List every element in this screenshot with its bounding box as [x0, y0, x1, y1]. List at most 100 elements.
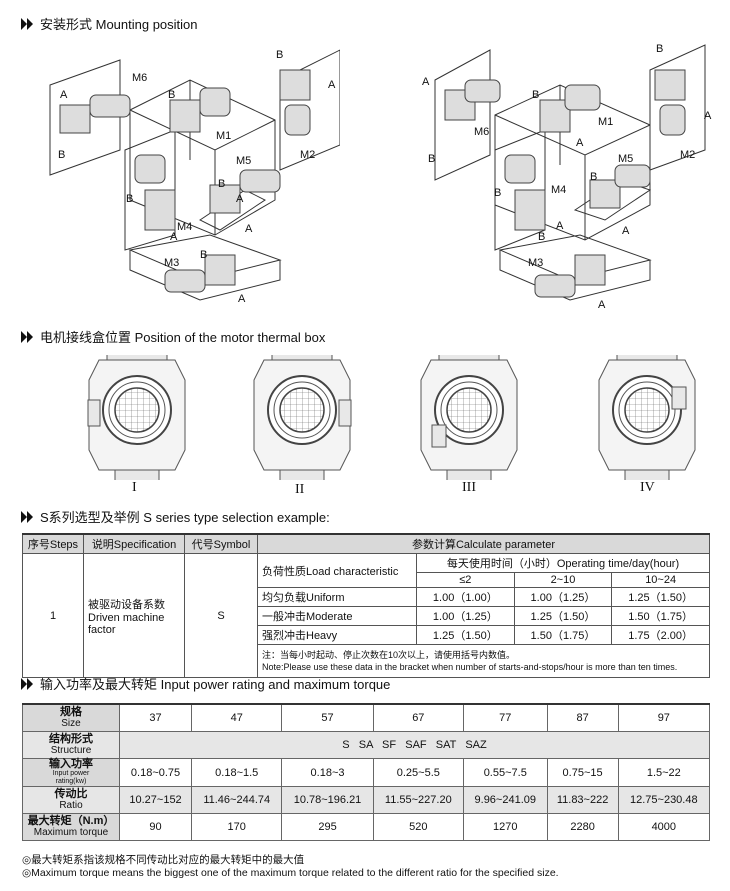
power-value: 0.75~15: [546, 758, 619, 787]
label-A: A: [170, 231, 178, 243]
footnote-en: ◎Maximum torque means the biggest one of…: [22, 867, 559, 879]
ratio-value: 9.96~241.09: [462, 786, 548, 814]
label-M4: M4: [177, 221, 192, 233]
ratio-value: 11.55~227.20: [372, 786, 464, 814]
symbol-header: 代号Symbol: [184, 533, 258, 554]
label-A: A: [422, 76, 430, 88]
ratio-value: 10.27~152: [118, 786, 193, 814]
ratio-value: 10.78~196.21: [281, 786, 374, 814]
power-value: 0.18~1.5: [191, 758, 283, 787]
label-M3: M3: [528, 257, 543, 269]
label-M5: M5: [618, 153, 633, 165]
label-B: B: [494, 187, 501, 199]
label-M3: M3: [164, 257, 179, 269]
time-col-2: 2~10: [513, 572, 613, 588]
power-value: 1.5~22: [617, 758, 711, 787]
label-B: B: [126, 193, 133, 205]
section-title: S系列选型及举例 S series type selection example…: [40, 510, 330, 525]
spec-en2: factor: [88, 623, 116, 636]
size-value: 77: [462, 703, 548, 732]
note-cn: 注：当每小时起动、停止次数在10次以上，请使用括号内数值。: [262, 650, 516, 660]
label-B: B: [276, 49, 283, 61]
label-M2: M2: [680, 149, 695, 161]
double-chevron-icon: [21, 330, 33, 343]
factor-value: 1.25（1.50）: [416, 625, 515, 645]
label-A: A: [576, 137, 584, 149]
label-A: A: [328, 79, 336, 91]
size-value: 57: [281, 703, 374, 732]
torque-value: 4000: [617, 813, 711, 841]
label-B: B: [428, 153, 435, 165]
label-A: A: [598, 299, 606, 310]
torque-row: 最大转矩（N.m）Maximum torque 90 170 295 520 1…: [22, 813, 711, 841]
load-header: 负荷性质Load characteristic: [257, 553, 417, 588]
label-A: A: [622, 225, 630, 237]
thermal-box-diagrams: [87, 355, 696, 480]
label-M6: M6: [132, 72, 147, 84]
time-col-3: 10~24: [611, 572, 710, 588]
torque-value: 90: [118, 813, 193, 841]
label-A: A: [60, 89, 68, 101]
note-en: Note:Please use these data in the bracke…: [262, 662, 678, 672]
label-M4: M4: [551, 184, 566, 196]
label-B: B: [532, 89, 539, 101]
load-type: 强烈冲击Heavy: [257, 625, 417, 645]
section-heading-thermal: 电机接线盒位置 Position of the motor thermal bo…: [20, 327, 325, 346]
thermal-position-2: II: [295, 482, 305, 497]
spec-cell: 被驱动设备系数 Driven machine factor: [83, 553, 185, 678]
spec-en1: Driven machine: [88, 611, 165, 624]
double-chevron-icon: [21, 510, 33, 523]
selection-table: 序号Steps 说明Specification 代号Symbol 参数计算Cal…: [22, 533, 710, 678]
label-M2: M2: [300, 149, 315, 161]
label-B: B: [656, 43, 663, 55]
size-value: 37: [118, 703, 193, 732]
section-title: 安装形式 Mounting position: [40, 17, 198, 32]
step-number: 1: [22, 553, 84, 678]
load-type: 一般冲击Moderate: [257, 606, 417, 626]
label-M1: M1: [216, 130, 231, 142]
ratio-value: 12.75~230.48: [617, 786, 711, 814]
label-M1: M1: [598, 116, 613, 128]
label-A: A: [556, 220, 564, 232]
torque-value: 1270: [462, 813, 548, 841]
label-A: A: [238, 293, 246, 305]
size-value: 87: [546, 703, 619, 732]
label-B: B: [200, 249, 207, 261]
calc-header: 参数计算Calculate parameter: [257, 533, 710, 554]
mounting-diagram-left: M6 A B B M1 A B A M2 M5 B A B M4 A M3 B …: [49, 49, 340, 305]
label-A: A: [704, 110, 712, 122]
label-M6: M6: [474, 126, 489, 138]
factor-value: 1.00（1.25）: [513, 587, 613, 607]
power-value: 0.18~0.75: [118, 758, 193, 787]
thermal-position-1: I: [132, 480, 137, 495]
section-title: 电机接线盒位置 Position of the motor thermal bo…: [40, 330, 326, 345]
label-B: B: [168, 89, 175, 101]
spec-header: 说明Specification: [83, 533, 185, 554]
label-B: B: [58, 149, 65, 161]
section-heading-power: 输入功率及最大转矩 Input power rating and maximum…: [20, 674, 390, 693]
power-value: 0.25~5.5: [372, 758, 464, 787]
label-A: A: [245, 223, 253, 235]
footnote-cn: ◎最大转矩系指该规格不同传动比对应的最大转矩中的最大值: [22, 854, 305, 866]
label-B: B: [590, 171, 597, 183]
size-value: 67: [372, 703, 464, 732]
section-title: 输入功率及最大转矩 Input power rating and maximum…: [40, 677, 391, 692]
thermal-position-4: IV: [640, 480, 655, 495]
table-note: 注：当每小时起动、停止次数在10次以上，请使用括号内数值。 Note:Pleas…: [257, 644, 710, 678]
structure-value: S SA SF SAF SAT SAZ: [119, 731, 710, 759]
spec-cn: 被驱动设备系数: [88, 598, 165, 611]
table-row: 一般冲击Moderate 1.00（1.25） 1.25（1.50） 1.50（…: [23, 606, 710, 626]
symbol-cell: S: [184, 553, 258, 678]
time-col-1: ≤2: [416, 572, 515, 588]
torque-value: 295: [281, 813, 374, 841]
factor-value: 1.25（1.50）: [611, 587, 710, 607]
factor-value: 1.50（1.75）: [513, 625, 613, 645]
